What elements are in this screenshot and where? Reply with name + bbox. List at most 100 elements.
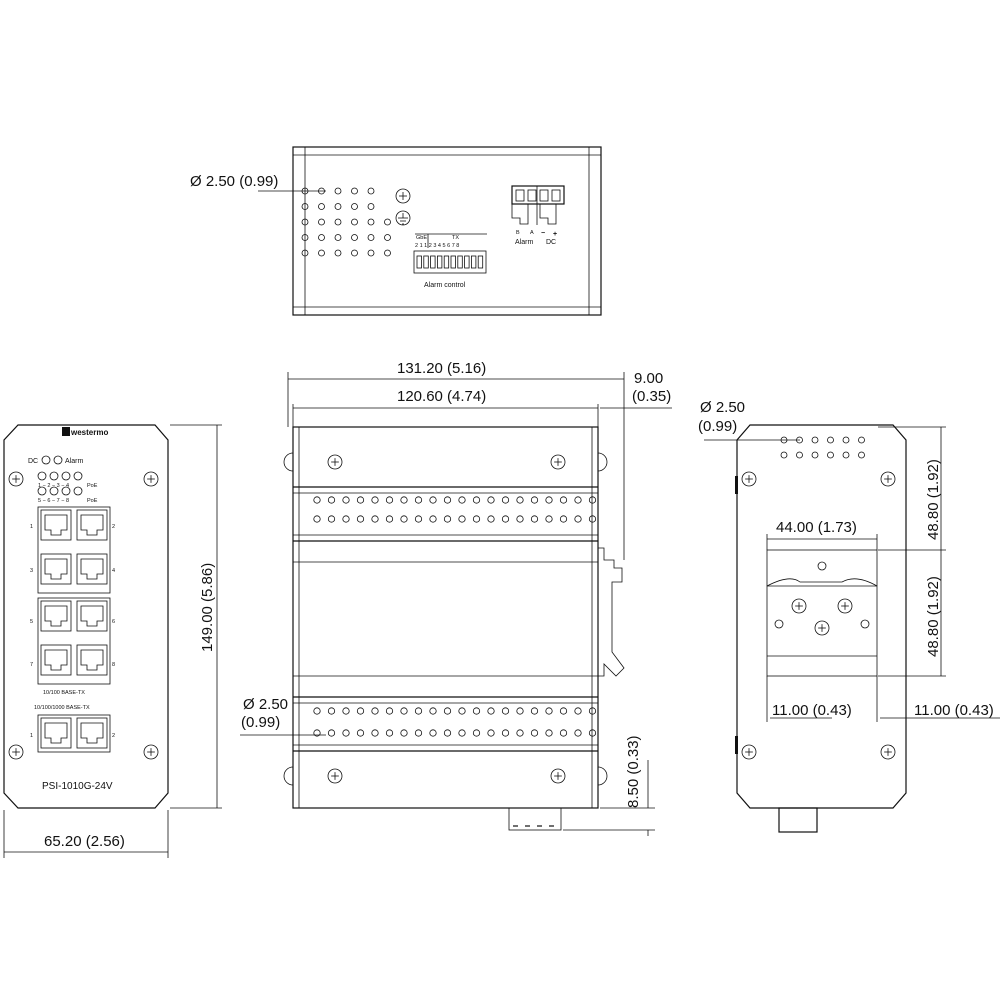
- dc-label: DC: [546, 239, 556, 246]
- side-hole-dim-in: (0.99): [241, 714, 280, 731]
- side-clip-dim-in: (0.35): [632, 388, 671, 405]
- dip-switch-toggle: [470, 255, 477, 269]
- vent-hole: [342, 707, 350, 715]
- vent-hole: [811, 451, 819, 459]
- vent-hole: [367, 234, 375, 241]
- vent-hole: [559, 729, 568, 737]
- rear-top-offset-dim: 48.80 (1.92): [925, 459, 942, 540]
- vent-hole: [400, 515, 408, 523]
- side-bottom-dim: 8.50 (0.33): [625, 735, 642, 808]
- rear-right-margin-dim: 11.00 (0.43): [914, 702, 994, 719]
- vent-hole: [559, 496, 568, 504]
- vent-hole: [356, 496, 365, 504]
- screw-icon: [880, 744, 896, 760]
- dip-header-gbe: GbE: [416, 235, 427, 241]
- vent-hole: [472, 515, 481, 523]
- rj45-port: [76, 717, 108, 749]
- vent-hole: [842, 451, 850, 459]
- screw-icon: [143, 471, 159, 487]
- alarm-led: [53, 455, 63, 465]
- screw-icon: [143, 744, 159, 760]
- side-view: 131.20 (5.16) 120.60 (4.74) 9.00 (0.35) …: [240, 360, 672, 836]
- vent-hole: [501, 496, 510, 504]
- front-view-body: [3, 424, 169, 809]
- vent-hole: [530, 729, 539, 737]
- vent-hole: [429, 496, 437, 504]
- vent-hole: [487, 496, 495, 504]
- vent-hole: [530, 515, 539, 523]
- screw-icon: [327, 768, 343, 784]
- vent-hole: [301, 249, 309, 257]
- vent-hole: [559, 707, 568, 715]
- vent-hole: [313, 707, 321, 715]
- dip-header-tx: TX: [452, 235, 459, 241]
- vent-hole: [385, 729, 394, 737]
- vent-hole: [472, 729, 481, 737]
- vent-hole: [351, 234, 358, 241]
- screw-icon: [550, 768, 566, 784]
- vent-hole: [400, 496, 408, 504]
- vent-hole: [443, 496, 452, 504]
- mount-ear: [597, 766, 608, 786]
- vent-hole: [385, 496, 394, 504]
- screw-icon: [741, 744, 757, 760]
- brand-logo: westermo: [70, 428, 108, 437]
- port-led: [61, 486, 71, 496]
- rj45-port: [40, 553, 72, 585]
- rear-vent-holes: [780, 436, 865, 459]
- screw-icon: [550, 454, 566, 470]
- rear-view-body: [736, 424, 907, 809]
- vent-hole: [351, 249, 358, 257]
- port-group-frame: [37, 506, 111, 594]
- vent-hole: [342, 515, 350, 523]
- vent-hole: [400, 707, 408, 715]
- vent-hole: [443, 729, 452, 737]
- vent-hole: [351, 203, 358, 210]
- vent-hole: [367, 218, 375, 226]
- terminal-block: B A − + Alarm DC: [511, 185, 565, 246]
- top-view-body: [292, 146, 602, 316]
- vent-hole: [842, 436, 850, 444]
- port-group-frame: [37, 597, 111, 685]
- rear-view: Ø 2.50 (0.99) 44.00 (1.73) 48.80 (1.92) …: [698, 399, 1000, 833]
- dc-led: [41, 455, 51, 465]
- dip-numbers: 2 1 1 2 3 4 5 6 7 8: [415, 243, 459, 249]
- bottom-connector: [508, 807, 562, 831]
- vent-hole: [313, 496, 321, 504]
- dip-switch-toggle: [464, 255, 470, 269]
- vent-hole: [367, 249, 375, 257]
- port-led: [73, 486, 83, 496]
- poe-label-1: PoE: [87, 483, 98, 489]
- vent-hole: [588, 729, 597, 737]
- front-dc-label: DC: [28, 458, 38, 465]
- vent-hole: [327, 515, 336, 523]
- rear-connector: [778, 807, 818, 833]
- screw-icon: [8, 471, 24, 487]
- rj45-port: [76, 644, 108, 676]
- side-total-width-dim: 131.20 (5.16): [397, 360, 486, 377]
- port-number: 4: [112, 568, 115, 574]
- port-led: [49, 471, 59, 481]
- terminal-b-label: B: [516, 230, 520, 236]
- vent-hole: [443, 515, 452, 523]
- dip-switch-toggle: [457, 255, 463, 269]
- vent-hole: [429, 729, 437, 737]
- vent-hole: [414, 496, 423, 504]
- vent-hole: [545, 729, 553, 737]
- vent-hole: [858, 436, 865, 444]
- vent-hole: [472, 707, 481, 715]
- port-number: 5: [30, 619, 33, 625]
- side-vent-holes: [313, 496, 597, 737]
- rj45-port: [76, 509, 108, 541]
- port-led: [37, 471, 47, 481]
- vent-hole: [458, 729, 466, 737]
- vent-hole: [501, 707, 510, 715]
- dip-switch-toggle: [416, 255, 422, 269]
- vent-hole: [516, 515, 524, 523]
- vent-hole: [318, 203, 325, 210]
- dip-switch-toggle: [430, 255, 436, 269]
- screw-icon: [837, 598, 853, 614]
- dip-switch-toggle: [450, 255, 456, 269]
- top-hole-dim: Ø 2.50 (0.99): [190, 173, 278, 190]
- screw-icon: [8, 744, 24, 760]
